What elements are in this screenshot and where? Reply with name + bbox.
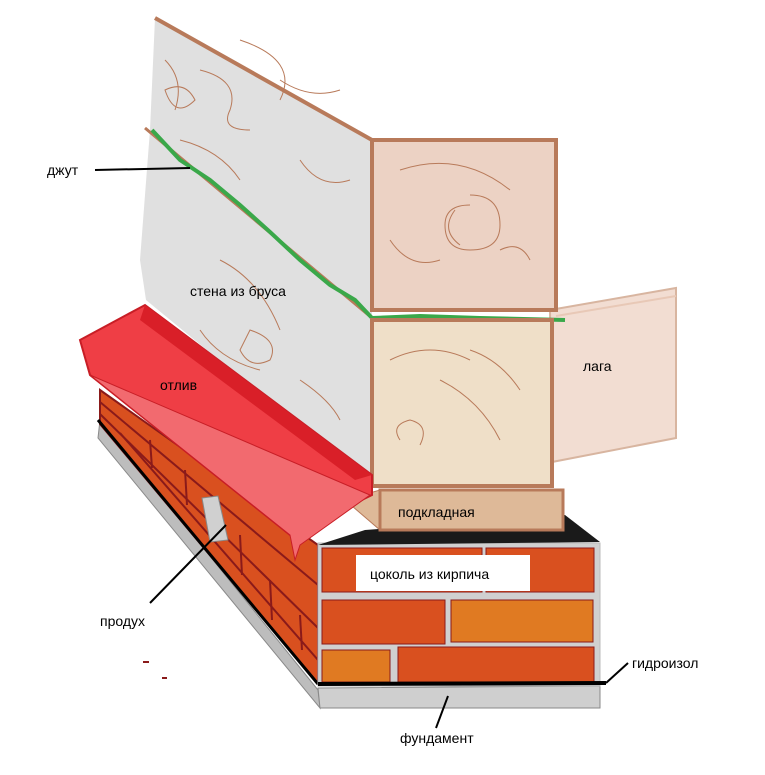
stray-mark [162,677,167,679]
label-brick-plinth-bg [356,555,530,591]
waterproofing-front-line [317,681,607,686]
drip-edge [78,303,373,562]
jute-line [150,128,566,322]
label-waterproofing: гидроизол [632,655,698,671]
beam-end-lower [370,318,554,488]
waterproofing-side-line [96,419,320,685]
leader-waterproofing [605,662,629,684]
sill-board [343,488,565,532]
leader-jute [94,167,191,171]
label-foundation: фундамент [400,730,474,746]
foundation [97,418,601,710]
label-timber-wall: стена из бруса [190,283,286,299]
beam-end-upper [370,138,558,312]
label-joist: лага [583,358,612,374]
stray-mark [143,661,149,663]
label-jute: джут [47,162,79,178]
foundation-front [317,685,601,709]
joist [548,286,677,464]
label-brick-plinth: цоколь из кирпича [370,566,489,582]
leader-vent [149,524,227,604]
label-drip-edge: отлив [160,377,197,393]
label-sill-board: подкладная [398,504,475,520]
leader-foundation [435,695,449,729]
label-vent: продух [100,613,145,629]
